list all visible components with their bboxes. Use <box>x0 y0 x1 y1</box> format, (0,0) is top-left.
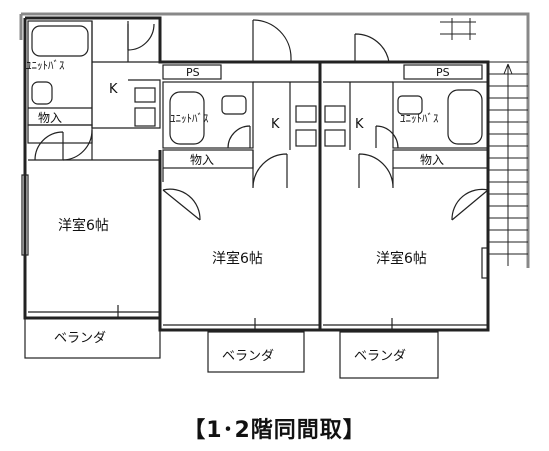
floor-caption: 【1･2階同間取】 <box>183 418 366 443</box>
veranda-label-right: ベランダ <box>354 349 406 364</box>
veranda-label-middle: ベランダ <box>222 349 274 364</box>
outer-boundary <box>19 12 530 268</box>
closet-label-right: 物入 <box>420 153 444 167</box>
closet-label-left: 物入 <box>38 111 62 125</box>
kitchen-label-middle: K <box>271 117 280 132</box>
western-room-label-middle: 洋室6帖 <box>212 250 263 267</box>
unit-middle <box>162 19 322 373</box>
unit-left <box>21 20 161 359</box>
western-room-label-right: 洋室6帖 <box>376 250 427 267</box>
unit-bath-label-middle: ﾕﾆｯﾄﾊﾞｽ <box>170 112 209 125</box>
ps-label-right: PS <box>436 66 450 79</box>
western-room-label-left: 洋室6帖 <box>58 217 109 234</box>
unit-right <box>323 33 489 379</box>
unit-bath-label-left: ﾕﾆｯﾄﾊﾞｽ <box>26 59 65 72</box>
staircase <box>440 18 528 266</box>
kitchen-label-right: K <box>355 117 364 132</box>
veranda-label-left: ベランダ <box>54 331 106 346</box>
unit-bath-label-right: ﾕﾆｯﾄﾊﾞｽ <box>400 112 439 125</box>
closet-label-middle: 物入 <box>190 153 214 167</box>
ps-label-middle: PS <box>186 66 200 79</box>
kitchen-label-left: K <box>109 82 118 97</box>
